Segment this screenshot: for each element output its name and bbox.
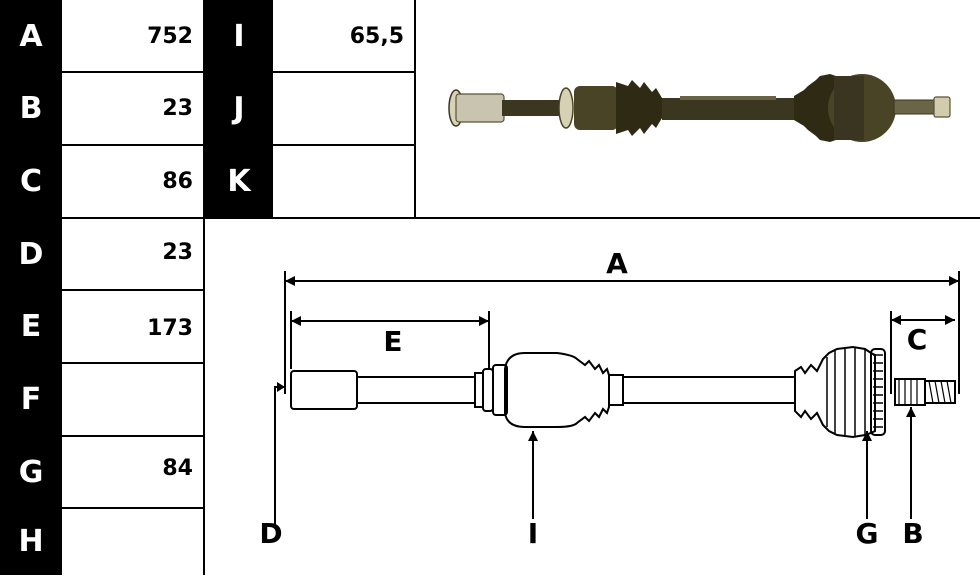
label-i: I	[205, 0, 273, 72]
value-i-text: 65,5	[349, 23, 404, 49]
drawing-joint-flange	[492, 364, 508, 416]
leader-line-d	[274, 386, 285, 525]
photo-boot-right	[794, 74, 836, 142]
label-f-text: F	[20, 382, 42, 417]
row-divider	[62, 362, 203, 364]
arrow-e-right	[479, 316, 489, 326]
label-e: E	[0, 290, 62, 363]
label-f: F	[0, 363, 62, 436]
label-j-text: J	[233, 91, 245, 126]
value-a-text: 752	[147, 23, 193, 49]
drawing-ring	[482, 368, 494, 412]
photo-boot-left	[616, 80, 662, 136]
drawing-thread	[924, 380, 956, 404]
column-divider	[414, 0, 416, 219]
value-d-text: 23	[162, 240, 193, 265]
photo-shaft-left	[502, 100, 562, 116]
label-k-text: K	[227, 164, 251, 199]
row-divider	[62, 289, 203, 291]
photo-shaft-middle	[662, 98, 794, 120]
value-e-text: 173	[147, 316, 193, 341]
diagram-label-d: D	[259, 517, 282, 550]
drawing-abs-ring	[870, 348, 886, 436]
label-h-text: H	[18, 524, 44, 559]
diagram-label-e: E	[383, 325, 402, 358]
drawing-boot-ribs	[826, 348, 866, 436]
value-k	[273, 145, 414, 218]
drive-shaft-photo-illustration	[448, 74, 951, 142]
label-k: K	[205, 145, 273, 218]
label-a-text: A	[19, 18, 43, 54]
label-c: C	[0, 145, 62, 218]
diagram-label-a: A	[606, 247, 628, 280]
value-c-text: 86	[162, 169, 193, 194]
photo-joint-right-body	[834, 76, 864, 140]
label-c-text: C	[19, 164, 43, 199]
diagram-label-c: C	[907, 323, 928, 356]
label-b-text: B	[19, 91, 43, 126]
drawing-hub-cup	[290, 370, 358, 410]
row-divider	[62, 144, 203, 146]
drawing-joint-left	[504, 352, 610, 428]
drawing-boot-neck	[608, 374, 624, 406]
photo-spline	[893, 99, 935, 115]
diagram-label-g: G	[856, 517, 879, 550]
value-d: 23	[62, 218, 203, 290]
label-h: H	[0, 508, 62, 575]
label-a: A	[0, 0, 62, 72]
arrow-a-left	[285, 276, 295, 286]
row-divider	[62, 217, 203, 219]
arrow-b	[906, 407, 916, 417]
column-divider	[203, 0, 205, 575]
photo-ring	[558, 87, 574, 129]
value-a: 752	[62, 0, 203, 72]
value-i: 65,5	[273, 0, 414, 72]
product-photo	[416, 0, 980, 218]
label-j: J	[205, 72, 273, 145]
value-g: 84	[62, 436, 203, 508]
drawing-spline-teeth	[898, 379, 918, 405]
value-h	[62, 508, 203, 575]
row-divider	[62, 507, 203, 509]
arrow-g	[862, 431, 872, 441]
label-b: B	[0, 72, 62, 145]
drive-shaft-line-drawing: A E C D I G B	[259, 247, 960, 550]
label-d-text: D	[18, 236, 44, 272]
arrow-c-left	[891, 315, 901, 325]
value-j	[273, 72, 414, 145]
photo-hub-cup	[455, 93, 505, 123]
diagram-label-i: I	[528, 517, 538, 550]
photo-nut	[933, 96, 951, 118]
photo-shaft-highlight	[680, 96, 776, 100]
label-i-text: I	[233, 18, 245, 54]
label-g-text: G	[18, 454, 44, 490]
arrow-i	[528, 431, 538, 441]
photo-joint-left	[574, 86, 618, 130]
value-e: 173	[62, 290, 203, 363]
drawing-boot-right	[794, 345, 876, 439]
arrow-e-left	[291, 316, 301, 326]
arrow-c-right	[945, 315, 955, 325]
drawing-thread-lines	[928, 380, 952, 404]
row-divider	[62, 71, 203, 73]
row-divider	[273, 144, 414, 146]
row-divider	[273, 71, 414, 73]
panel-divider	[205, 217, 980, 219]
value-f	[62, 363, 203, 436]
arrow-d	[277, 382, 285, 392]
value-c: 86	[62, 145, 203, 218]
row-divider	[62, 435, 203, 437]
drawing-collar	[474, 372, 484, 408]
value-b-text: 23	[162, 96, 193, 121]
arrow-a-right	[949, 276, 959, 286]
diagram-label-b: B	[902, 517, 923, 550]
drawing-abs-teeth	[873, 354, 883, 428]
label-e-text: E	[20, 309, 42, 344]
dimension-diagram: A E C D I G B	[205, 219, 980, 575]
value-g-text: 84	[162, 456, 193, 481]
label-g: G	[0, 436, 62, 508]
label-d: D	[0, 218, 62, 290]
value-b: 23	[62, 72, 203, 145]
